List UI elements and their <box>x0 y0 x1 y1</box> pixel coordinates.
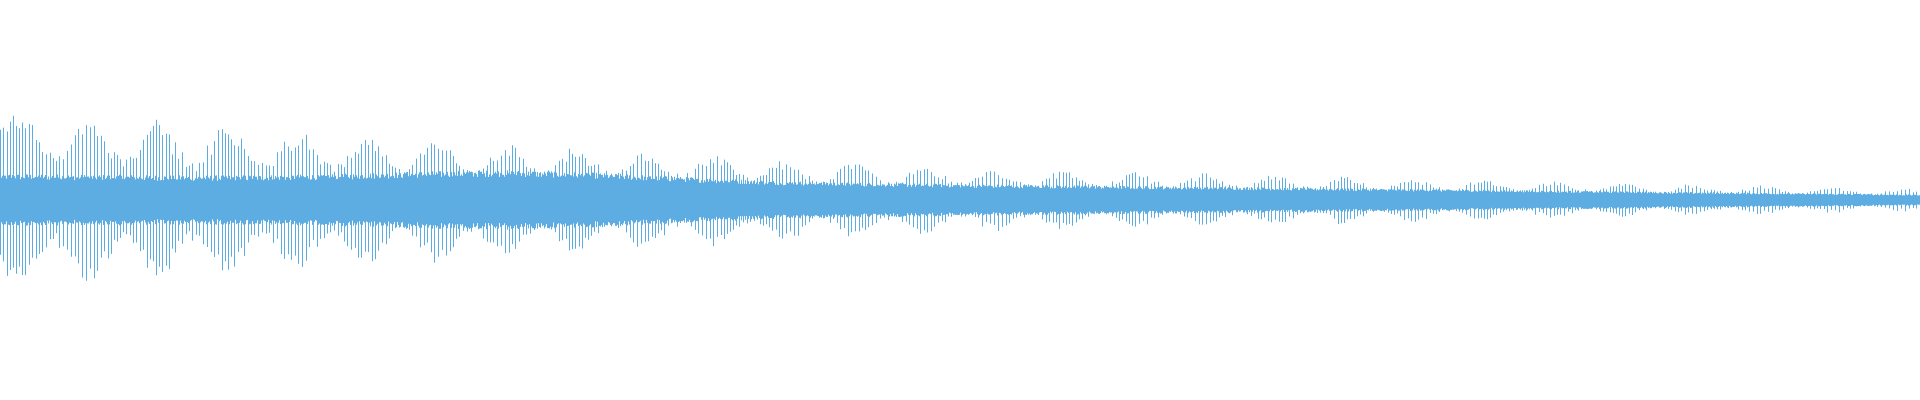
waveform-peaks <box>0 115 1917 281</box>
